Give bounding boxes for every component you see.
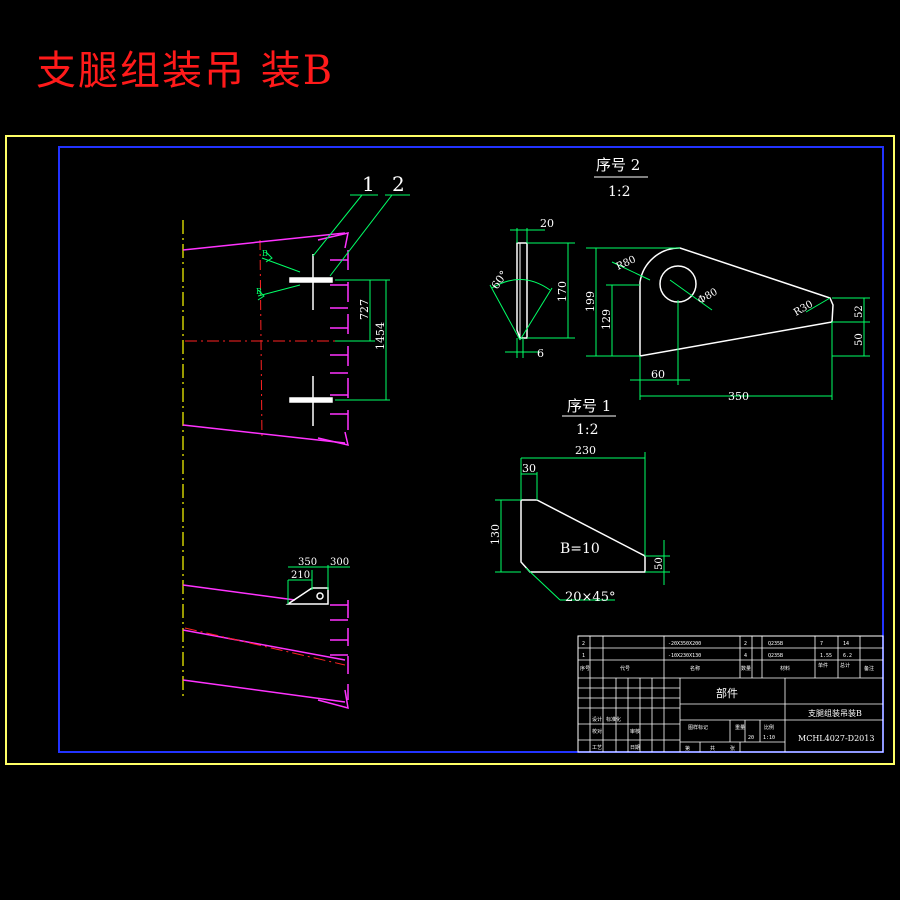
sign-design: 设计: [592, 716, 602, 723]
part1-plate: [520, 499, 646, 573]
bom-header-remark: 备注: [864, 665, 874, 672]
scale-value: 1:10: [763, 735, 775, 741]
part1-thickness: B=10: [560, 541, 600, 557]
bom-row-2-spec: -10X230X130: [668, 653, 701, 659]
part-label: 部件: [716, 686, 738, 700]
title-block: [577, 635, 884, 753]
bom-row-2-no: 1: [582, 653, 585, 659]
part1-dim-230: 230: [575, 444, 596, 457]
dim-300-small: 300: [330, 557, 349, 568]
part1-chamfer: 20×45°: [565, 590, 615, 605]
bom-row-1-total-wt: 14: [843, 641, 849, 647]
balloon-1: 1: [362, 172, 375, 196]
balloon-2: 2: [392, 172, 405, 196]
balloon-leaders: [312, 194, 410, 277]
part2-side-dims: [489, 228, 575, 358]
bom-header-unit: 单件: [818, 662, 828, 669]
part1-dims: [495, 452, 670, 601]
weld-label-lower: B: [256, 287, 262, 296]
footer-sheets: 张: [730, 745, 735, 752]
part2-dim-170: 170: [556, 281, 569, 302]
sign-process: 工艺: [592, 745, 602, 751]
part2-dim-20: 20: [540, 217, 554, 230]
footer-mark: 图样标记: [688, 724, 708, 731]
bom-row-1-spec: -20X350X200: [668, 641, 701, 647]
page-title: 支腿组装吊 装B: [36, 48, 335, 94]
part2-scale: 1:2: [608, 184, 631, 200]
lower-lug: [285, 587, 329, 605]
part2-view: 序号 2 1:2 20 170 60° 6: [489, 156, 870, 403]
part2-dim-60: 60: [651, 368, 665, 381]
dim-350-small: 350: [298, 557, 317, 568]
part2-dim-R80: R80: [615, 254, 638, 273]
footer-scale: 比例: [764, 724, 774, 731]
bom-header-code: 代号: [620, 665, 630, 672]
part2-front-dims: [586, 247, 870, 400]
weld-label-upper: B: [262, 249, 268, 258]
sign-check: 校对: [592, 728, 602, 735]
part2-dim-199: 199: [584, 291, 597, 312]
bom-row-2-unit-wt: 1.55: [820, 653, 832, 659]
part2-dim-350: 350: [728, 390, 749, 403]
bom-row-1-unit-wt: 7: [820, 641, 823, 647]
bom-header-no: 序号: [580, 665, 590, 672]
part1-label: 序号 1: [567, 397, 611, 415]
part2-dim-R30: R30: [792, 299, 815, 319]
upper-leg: [182, 232, 350, 447]
center-line-vertical: [259, 239, 263, 441]
part2-dim-phi80: Φ80: [696, 287, 720, 307]
part1-view: 序号 1 1:2 B=10 230 30 130 50 20×45°: [489, 397, 670, 605]
bom-row-2-qty: 4: [744, 653, 747, 659]
bom-row-2-material: Q235B: [768, 653, 783, 659]
part2-side: [516, 242, 528, 339]
bom-header-material: 材料: [780, 665, 790, 672]
lower-center-line: [184, 627, 346, 666]
title-block-text: 2 -20X350X200 2 Q235B 7 14 1 -10X230X130…: [580, 641, 874, 752]
sign-date: 日期: [630, 745, 640, 751]
part2-dim-52: 52: [854, 305, 865, 318]
part2-dim-6: 6: [537, 347, 544, 360]
dim-727: 727: [358, 299, 371, 320]
footer-total: 共: [710, 745, 715, 752]
drawing-name: 支腿组装吊装B: [808, 708, 862, 718]
part2-dim-50: 50: [854, 333, 865, 346]
outer-frame: [5, 135, 895, 765]
assembly-dims: [335, 279, 390, 401]
dim-210-small: 210: [291, 570, 310, 581]
lower-leg: [182, 584, 349, 710]
part2-label: 序号 2: [596, 156, 640, 174]
bom-row-2-total-wt: 6.2: [843, 653, 852, 659]
bom-row-1-no: 2: [582, 641, 585, 647]
assembly-view: B B 1 2 727 1454: [182, 172, 410, 710]
lug-upper: [289, 254, 333, 310]
weld-symbols: [257, 251, 301, 301]
part2-dim-129: 129: [600, 309, 613, 330]
weight-value: 20: [748, 735, 754, 741]
part1-dim-130: 130: [489, 524, 502, 545]
dim-1454: 1454: [374, 322, 387, 350]
bom-row-1-material: Q235B: [768, 641, 783, 647]
sign-standard: 标准化: [606, 716, 621, 723]
drawing-number: MCHL4027-D2013: [798, 734, 874, 743]
footer-weight: 重量: [735, 724, 745, 731]
part1-dim-30: 30: [522, 462, 536, 475]
footer-sheet-no: 第: [685, 745, 690, 752]
lug-lower: [289, 376, 333, 426]
bom-header-qty: 数量: [741, 665, 751, 672]
part1-dim-50: 50: [654, 557, 665, 570]
bom-header-name: 名称: [690, 665, 700, 672]
bom-header-total: 总计: [840, 662, 850, 669]
sign-review: 审核: [630, 728, 640, 735]
inner-frame: [58, 146, 884, 753]
bom-row-1-qty: 2: [744, 641, 747, 647]
lower-lug-dims: [287, 565, 350, 604]
part1-scale: 1:2: [576, 422, 599, 438]
